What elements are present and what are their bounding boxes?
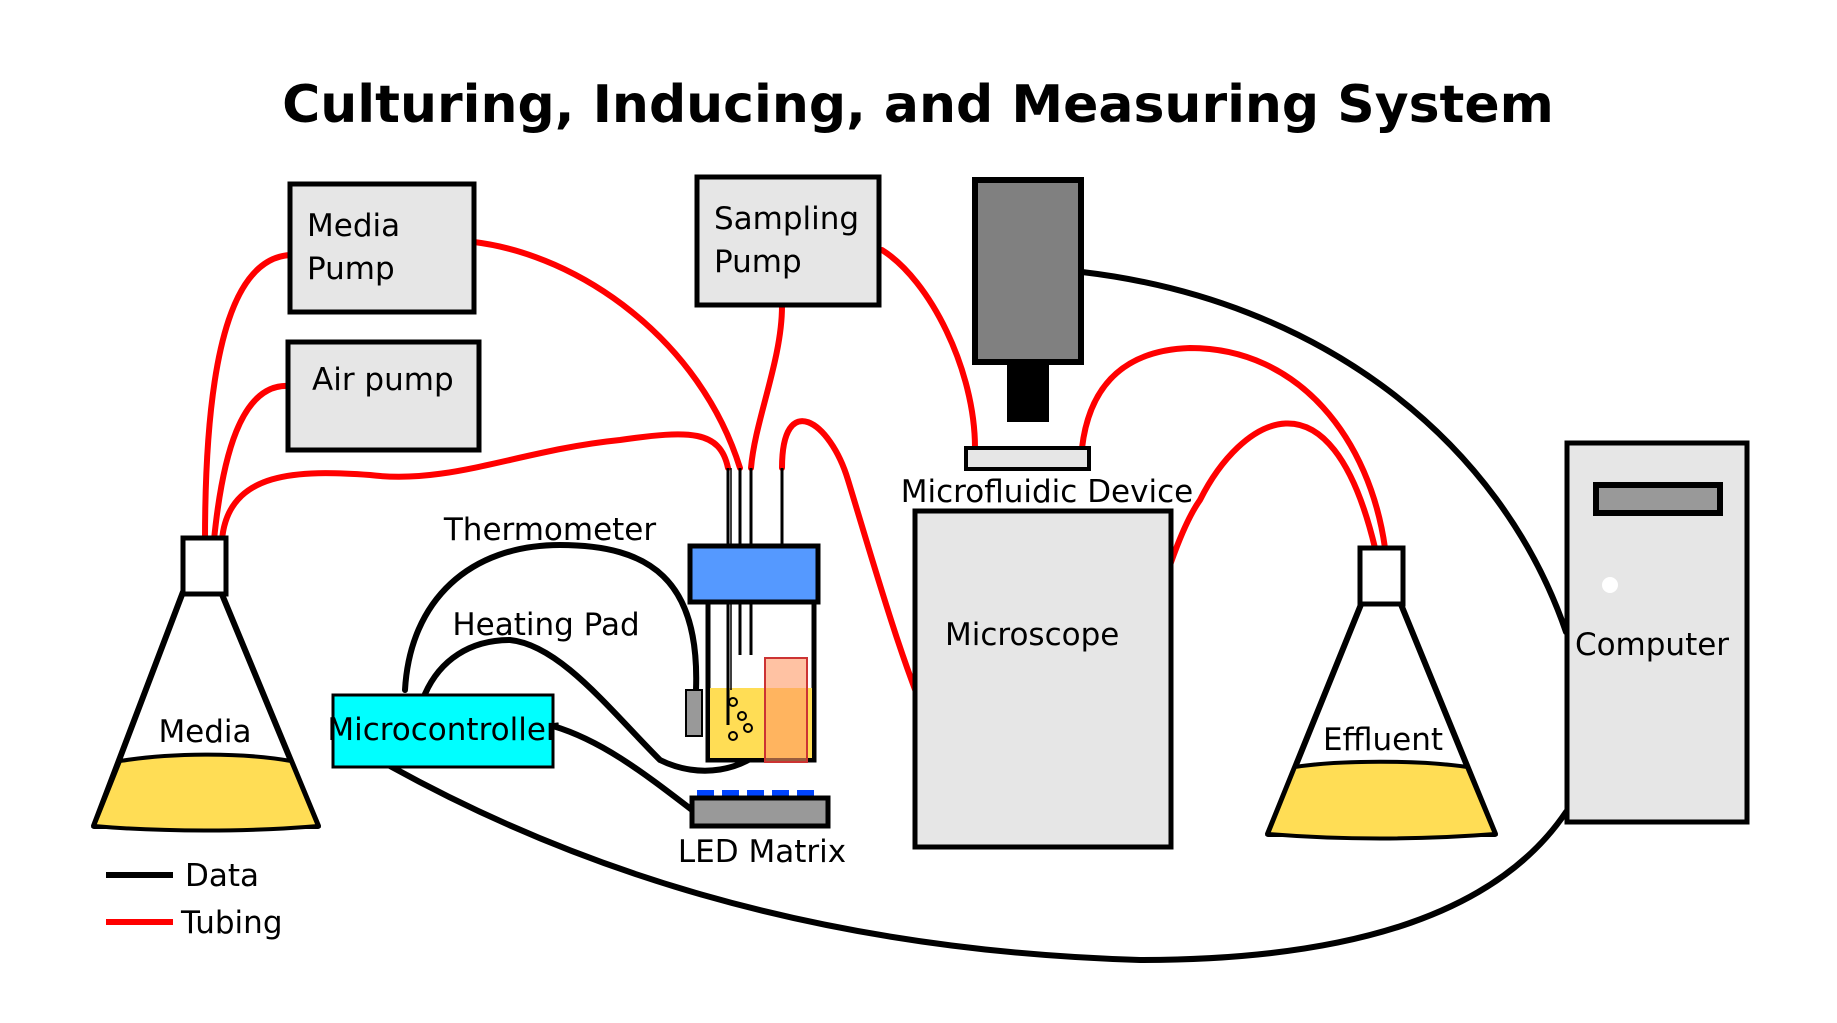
led-matrix: LED Matrix <box>678 790 846 870</box>
vial-cap <box>687 543 821 605</box>
data-wires <box>387 269 1569 964</box>
led-matrix-label: LED Matrix <box>678 834 846 870</box>
effluent-flask-stopper <box>1357 545 1406 607</box>
heating-pad-label: Heating Pad <box>452 607 639 643</box>
disk-drive-slot <box>1593 482 1723 516</box>
tube-air-pump-to-flask <box>211 382 293 543</box>
wire-microcontroller-to-heating-pad <box>422 636 769 774</box>
media-pump-label-line2: Pump <box>307 251 395 287</box>
air-pump-label: Air pump <box>312 362 454 398</box>
tube-sampling-pump-to-vial <box>748 303 785 471</box>
air-pump: Air pump <box>285 339 482 453</box>
legend: Data Tubing <box>106 858 283 941</box>
microcontroller: Microcontroller <box>327 693 559 769</box>
tube-device-to-effluent <box>1079 344 1388 551</box>
legend-tubing-label: Tubing <box>180 905 283 941</box>
objective-lens <box>1007 362 1049 422</box>
wire-microcontroller-to-computer <box>387 763 1569 964</box>
camera-body <box>972 177 1084 365</box>
sampling-pump: Sampling Pump <box>694 174 882 308</box>
diagram-title: Culturing, Inducing, and Measuring Syste… <box>282 75 1554 135</box>
microcontroller-label: Microcontroller <box>327 712 559 748</box>
computer-label: Computer <box>1575 627 1729 663</box>
heat-pad-block <box>764 657 808 763</box>
microfluidic-device <box>964 446 1091 471</box>
tube-media-pump-to-flask <box>202 252 293 543</box>
wire-camera-to-computer <box>1079 269 1569 635</box>
media-pump: Media Pump <box>287 181 477 315</box>
culture-vial <box>685 468 821 763</box>
microscope-label: Microscope <box>945 617 1119 653</box>
tube-sampling-pump-to-device <box>879 247 978 451</box>
wire-microcontroller-to-led <box>550 723 695 813</box>
microfluidic-device-label: Microfluidic Device <box>901 474 1193 510</box>
legend-data-label: Data <box>185 858 259 894</box>
effluent-flask: Effluent <box>1265 545 1498 841</box>
media-flask-stopper <box>180 535 229 597</box>
power-light <box>1602 577 1618 593</box>
media-pump-label-line1: Media <box>307 208 400 244</box>
tube-flask-to-vial <box>219 431 731 543</box>
sampling-pump-label-line1: Sampling <box>714 201 859 237</box>
media-flask-label: Media <box>158 714 251 750</box>
thermometer-label: Thermometer <box>443 512 657 548</box>
tube-media-pump-to-vial <box>471 239 743 471</box>
sampling-pump-label-line2: Pump <box>714 244 802 280</box>
thermometer-probe <box>685 689 703 737</box>
effluent-flask-label: Effluent <box>1323 722 1443 758</box>
microscope: Microfluidic Device Microscope <box>901 177 1193 850</box>
computer: Computer <box>1564 440 1750 825</box>
wire-microcontroller-to-thermometer <box>402 541 700 693</box>
media-flask: Media <box>91 535 321 833</box>
